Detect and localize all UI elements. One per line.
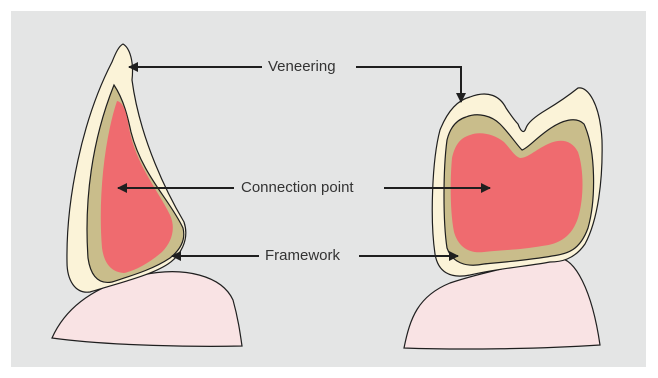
right-gingiva xyxy=(404,258,600,349)
left-tooth xyxy=(52,44,242,346)
label-connection-point: Connection point xyxy=(238,180,357,195)
arrow-veneering-right xyxy=(356,67,461,102)
label-framework: Framework xyxy=(262,248,343,263)
label-veneering: Veneering xyxy=(265,59,339,74)
right-tooth xyxy=(404,88,602,349)
